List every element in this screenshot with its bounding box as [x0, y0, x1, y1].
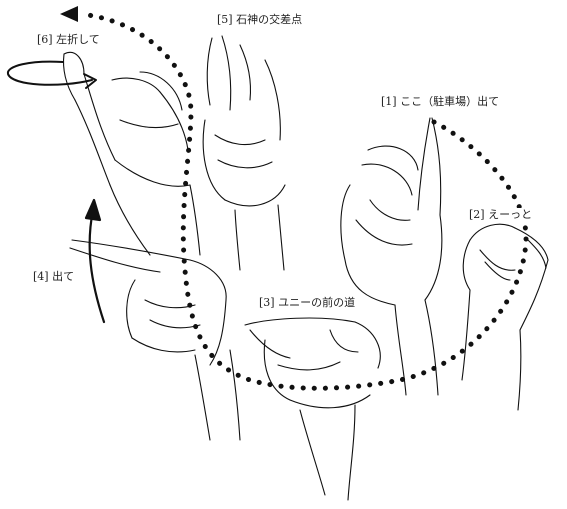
hand-sketch-6 — [62, 52, 201, 256]
hand-sketch-1 — [340, 117, 443, 396]
hand-sketch-5 — [202, 35, 286, 271]
step-1-label: [1] ここ（駐車場）出て — [380, 95, 501, 108]
hand-sketch-2 — [461, 223, 549, 411]
step-4-label: [4] 出て — [32, 270, 76, 283]
rotation-arrow-icon — [6, 60, 97, 89]
hand-sketch-3 — [244, 317, 381, 501]
route-arrowhead-icon — [60, 6, 78, 22]
hand-sketch-4 — [69, 239, 241, 441]
step-6-label: [6] 左折して — [36, 33, 101, 46]
step-5-label: [5] 石神の交差点 — [216, 13, 304, 26]
up-arrow-icon — [84, 198, 106, 324]
step-3-label: [3] ユニーの前の道 — [258, 296, 357, 309]
step-2-label: [2] えーっと — [468, 208, 534, 221]
dotted-route-path — [77, 11, 529, 391]
